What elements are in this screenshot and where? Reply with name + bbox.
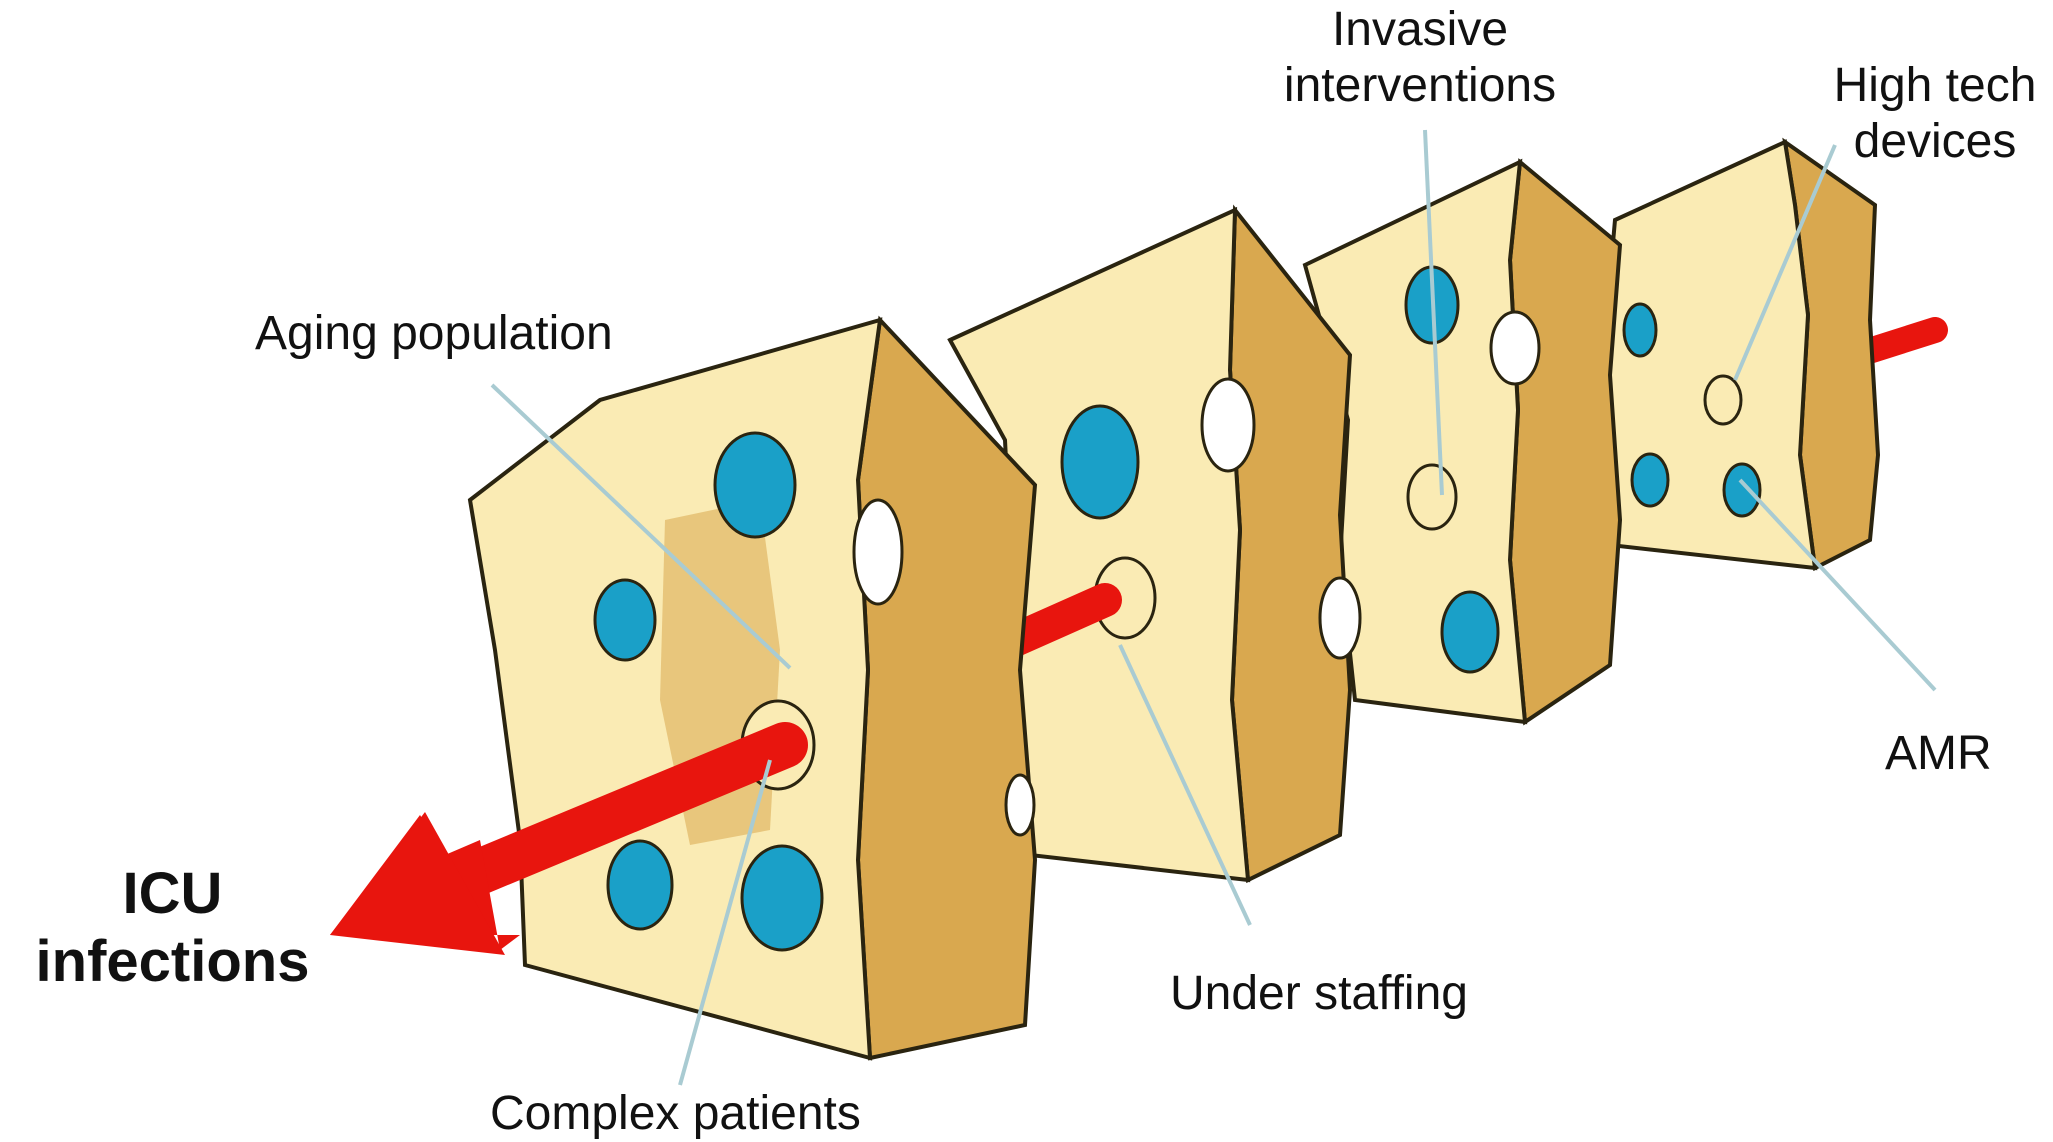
slice-3-hole: [1442, 592, 1498, 672]
cheese-slice-3-side: [1510, 162, 1620, 722]
invasive-interventions-line2: interventions: [1270, 58, 1570, 114]
icu-infections-line2: infections: [0, 928, 345, 996]
icu-infections-label: ICU infections: [0, 860, 345, 996]
cheese-slice-4: [1600, 142, 1878, 568]
under-staffing-label: Under staffing: [1170, 966, 1468, 1022]
slice-1-hole: [1006, 775, 1034, 835]
slice-3-hole: [1408, 465, 1456, 529]
slice-4-hole: [1632, 454, 1668, 506]
high-tech-devices-line2: devices: [1830, 114, 2040, 170]
complex-patients-label: Complex patients: [490, 1086, 861, 1142]
slice-2-hole: [1202, 379, 1254, 471]
cheese-slice-4-face: [1600, 142, 1815, 568]
slice-1-hole: [608, 841, 672, 929]
invasive-interventions-label: Invasive interventions: [1270, 2, 1570, 114]
cheese-slice-1: [470, 320, 1035, 1058]
slice-1-hole: [715, 433, 795, 537]
icu-infections-line1: ICU: [0, 860, 345, 928]
slice-2-hole: [1320, 578, 1360, 658]
slice-4-hole: [1724, 464, 1760, 516]
slice-4-hole: [1624, 304, 1656, 356]
slice-2-hole: [1062, 406, 1138, 518]
high-tech-devices-line1: High tech: [1830, 58, 2040, 114]
slice-1-hole: [854, 500, 902, 604]
slice-1-hole: [742, 846, 822, 950]
slice-1-hole: [595, 580, 655, 660]
aging-population-label: Aging population: [255, 306, 613, 362]
invasive-interventions-line1: Invasive: [1270, 2, 1570, 58]
slice-3-hole: [1491, 312, 1539, 384]
slice-4-hole: [1705, 376, 1741, 424]
amr-label: AMR: [1885, 726, 1992, 782]
high-tech-devices-label: High tech devices: [1830, 58, 2040, 170]
